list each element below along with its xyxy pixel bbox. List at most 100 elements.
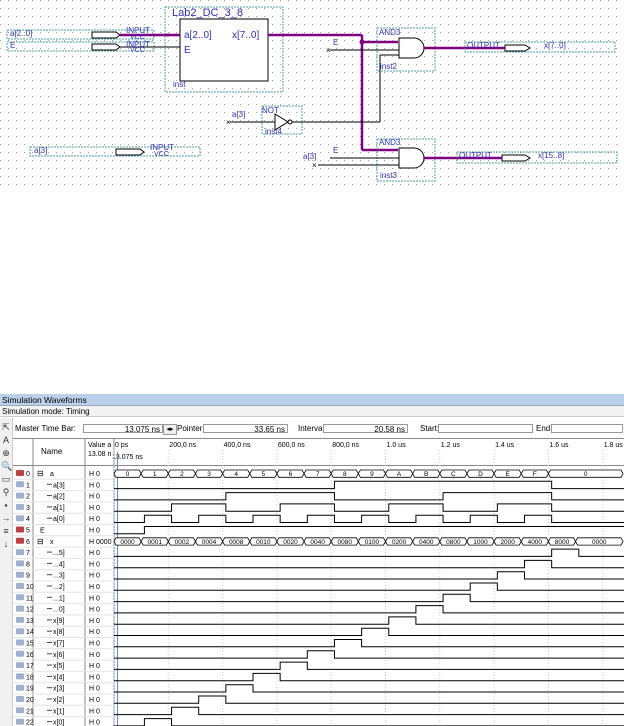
expand-icon: ⊟ [37,469,44,478]
full-screen-icon[interactable]: ▭ [1,474,11,484]
replace-icon[interactable]: ⬩ [4,500,8,510]
bus-a-segment-value: D [478,471,483,478]
bus-a-segment-value: C [451,471,456,478]
row-number: 2 [26,494,30,501]
interval-label: Interval: [298,424,327,433]
find-icon[interactable]: ⚲ [2,487,10,497]
signal-value: H 0 [89,663,100,670]
output-pin-top[interactable] [464,41,616,53]
pin-icon [16,571,24,578]
master-value[interactable]: 13.075 ns [83,424,163,434]
signal-value: H 0 [89,595,100,602]
start-label: Start: [420,424,440,433]
end-value [551,424,623,433]
pointer-tool-icon[interactable]: ⇱ [2,422,10,432]
row-number: 17 [26,663,34,670]
sort-icon[interactable]: ↓ [3,539,9,549]
pin-icon [16,673,24,680]
signal-name: x[2] [53,697,64,704]
and-gate-top[interactable]: × [326,27,468,123]
bus-a-segment-value: F [533,471,537,478]
not-gate[interactable]: × [226,105,355,135]
wave-x7 [114,639,624,648]
signal-value: H 0 [89,708,100,715]
bus-x-segment-value: 4000 [528,539,543,546]
pin-icon [16,718,24,725]
bus-x-segment-value: 0002 [175,539,190,546]
decoder-block[interactable] [164,6,284,93]
bus-a-segment-value: 6 [289,471,293,478]
pin-icon [16,526,24,533]
waveform-header: Name Value a 13.08 n 13.075 ns [13,438,624,466]
signal-name: E [40,528,45,535]
bus-a-segment-value: 3 [207,471,211,478]
pin-icon [16,639,24,646]
schematic-canvas[interactable]: × × × [0,0,624,185]
wave-x11 [114,593,624,603]
svg-text:×: × [312,161,317,170]
out-bot-label: x[15..8] [538,151,565,160]
snap-icon[interactable]: → [1,513,11,523]
zoom-tool-icon[interactable]: 🔍 [1,461,13,471]
not-in-label: a[3] [232,110,246,119]
bus-a-segment-value: 5 [262,471,266,478]
row-number: 14 [26,629,34,636]
svg-text:×: × [226,118,231,127]
input-pin-a3[interactable] [29,146,201,157]
signal-value: H 0 [89,674,100,681]
overwrite-icon[interactable]: ≡ [3,526,9,536]
input-pin-text-a: INPUT [126,26,150,35]
block-inst: inst [173,80,186,89]
row-number: 7 [26,550,30,557]
master-label: Master Time Bar: [15,424,76,433]
wave-x4 [114,672,624,682]
and-gate-bottom[interactable]: × [312,138,468,182]
grid-background [0,0,624,185]
time-tick-label: 1.0 us [387,442,407,449]
edit-tool-icon[interactable]: ⊕ [2,448,10,458]
signal-name: x[0] [53,720,64,726]
signal-name: x [50,539,54,546]
bus-x-segment-value: 0020 [283,539,298,546]
signal-value: H 0000 [89,539,112,546]
signal-value: H 0 [89,471,100,478]
time-tick-label: 200,0 ns [169,442,196,449]
signal-value: H 0 [89,686,100,693]
wave-a2 [114,492,624,501]
and-bot-label: AND3 [379,138,401,147]
col-value-2: 13.08 n [88,451,112,458]
input-pin-a[interactable] [6,29,170,40]
bus-a-segment-value: 0 [584,471,588,478]
row-number: 3 [26,505,30,512]
input-pin-e[interactable] [6,41,170,52]
signal-name: a[0] [53,516,65,523]
row-number: 5 [26,528,30,535]
output-text-top: OUTPUT [467,41,500,50]
bus-x-segment-value: 0200 [392,539,407,546]
time-tick-label: 1.6 us [549,442,569,449]
signal-value: H 0 [89,697,100,704]
wave-x15 [114,548,624,557]
cursor-time: 13.075 ns [112,454,143,461]
bus-x-segment-value: 0001 [147,539,162,546]
pin-icon [16,605,24,612]
pin-icon [16,684,24,691]
output-pin-bottom[interactable] [456,151,618,164]
wave-x1 [114,706,624,716]
signal-name: a[1] [53,505,65,512]
pointer-label: Pointer: [177,424,205,433]
signal-name: x[8] [53,629,64,636]
signal-value: H 0 [89,629,100,636]
signal-value: H 0 [89,618,100,625]
signal-value: H 0 [89,550,100,557]
pin-icon [16,707,24,714]
row-number: 9 [26,573,30,580]
signal-value: H 0 [89,482,100,489]
wave-e [114,526,624,535]
row-number: 0 [26,471,30,478]
text-tool-icon[interactable]: A [2,435,9,445]
bus-x-segment-value: 1000 [473,539,488,546]
master-stepper[interactable]: ◂▸ [163,424,177,435]
and-bot-e: E [333,146,339,155]
